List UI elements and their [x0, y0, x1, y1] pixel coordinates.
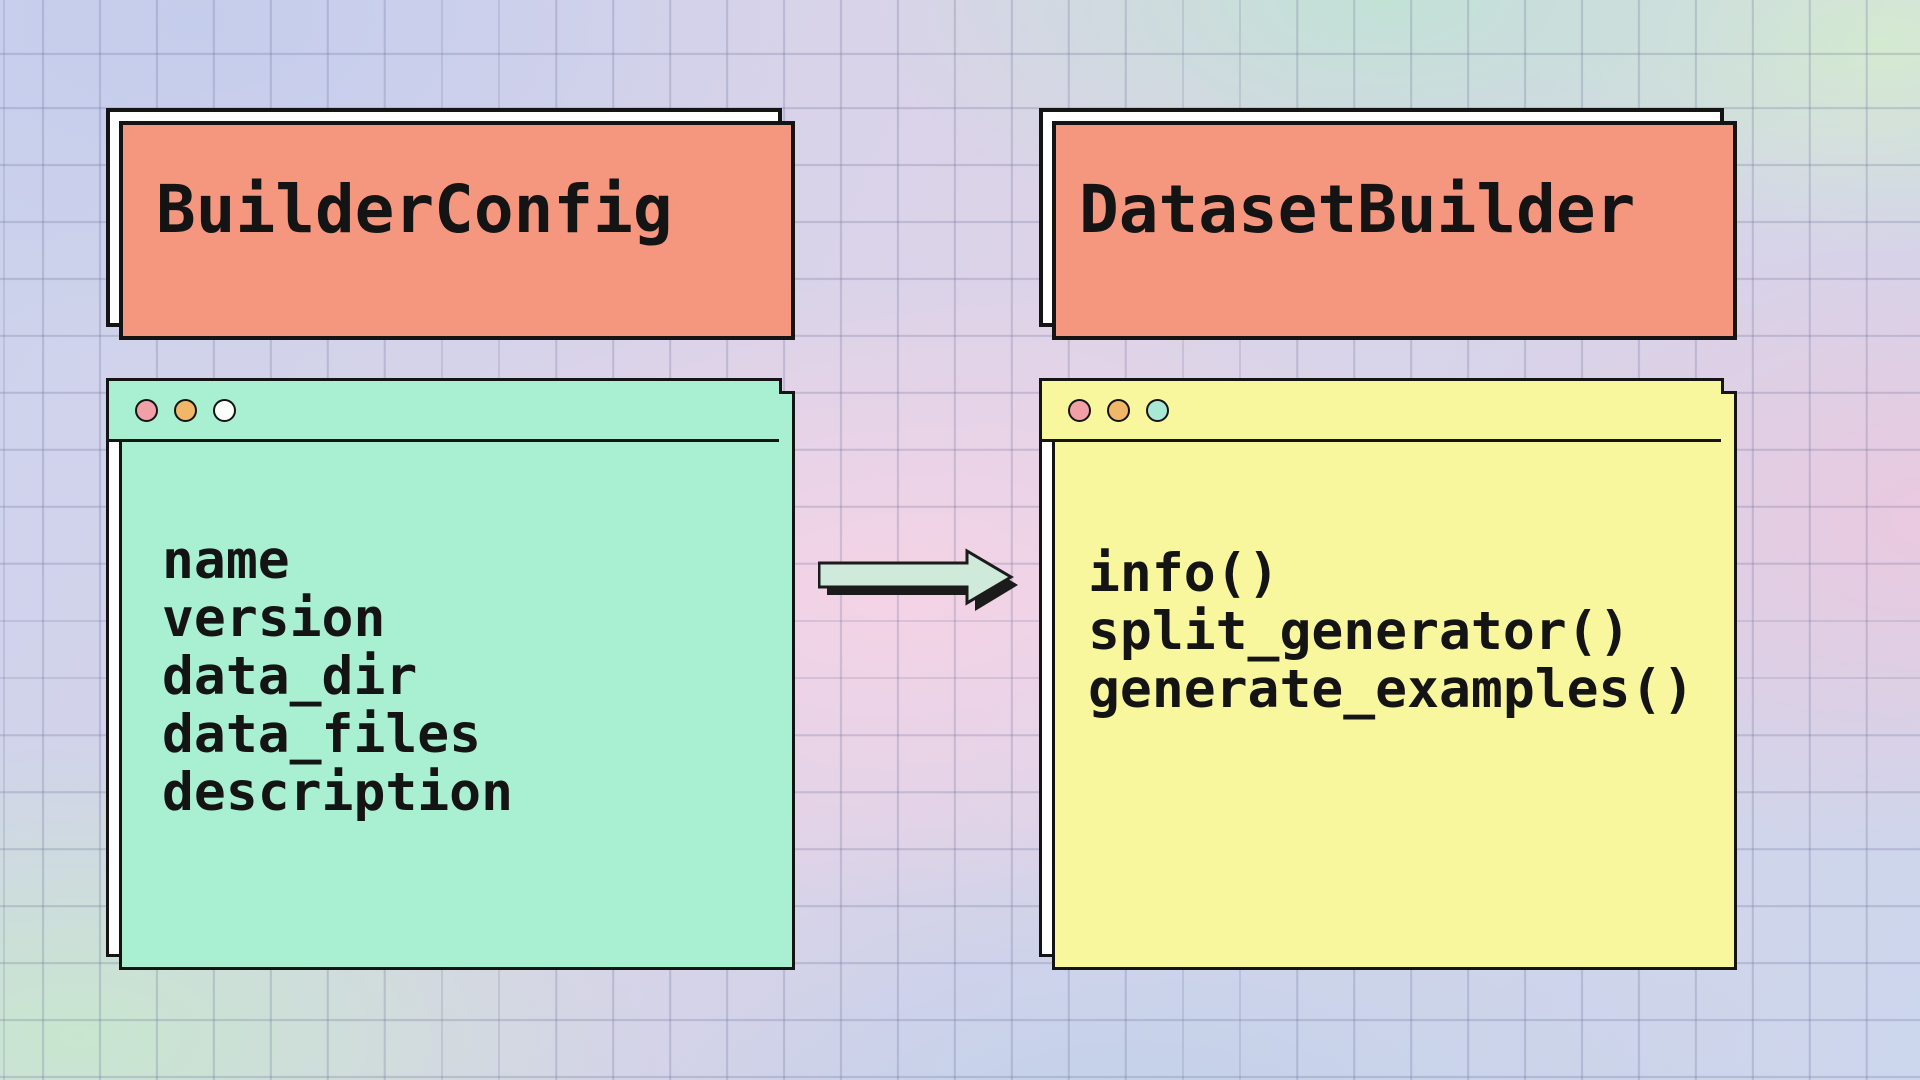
list-item: name [162, 530, 290, 591]
list-item: split_generator() [1088, 601, 1631, 662]
traffic-light-dot [174, 398, 197, 422]
list-item: version [162, 588, 386, 649]
window-card-datasetbuilder-methods: info()split_generator()generate_examples… [1039, 378, 1737, 970]
list-item: data_files [162, 704, 482, 765]
list-item: generate_examples() [1088, 659, 1695, 720]
list-item: description [162, 762, 513, 823]
arrow-body-shape [818, 548, 1014, 606]
class-title-builderconfig: BuilderConfig [156, 171, 673, 248]
window-titlebar [109, 381, 779, 442]
list-item: info() [1088, 543, 1280, 604]
traffic-light-dot [213, 398, 236, 422]
traffic-light-dot [1146, 398, 1169, 422]
list-item: data_dir [162, 646, 418, 707]
class-title-datasetbuilder: DatasetBuilder [1079, 171, 1636, 248]
class-title-card-datasetbuilder: DatasetBuilder [1039, 108, 1737, 340]
traffic-light-dot [1107, 398, 1130, 422]
traffic-light-dot [1068, 398, 1091, 422]
maps-to-arrow-icon [818, 548, 1018, 611]
window-titlebar [1042, 381, 1721, 442]
traffic-light-dot [135, 398, 158, 422]
class-title-card-builderconfig: BuilderConfig [106, 108, 795, 340]
methods-list: info()split_generator()generate_examples… [1042, 442, 1721, 719]
